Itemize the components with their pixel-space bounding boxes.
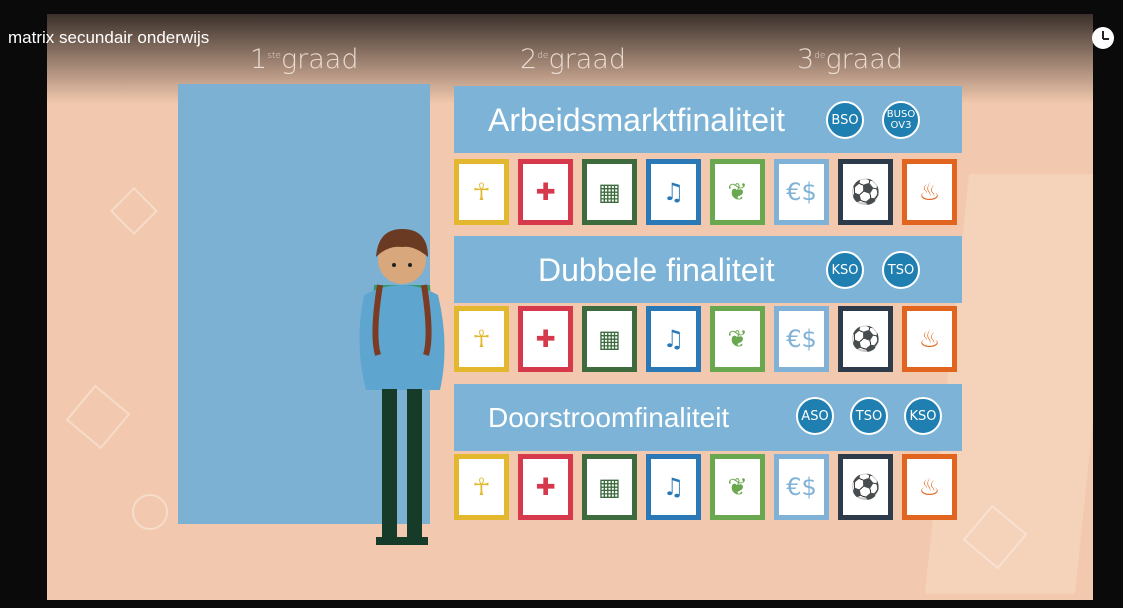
tile-food-service: ♨: [902, 159, 957, 225]
band-title: Doorstroomfinaliteit: [488, 402, 730, 433]
decor-triangle: [109, 186, 159, 236]
tile-arts: ♫: [646, 306, 701, 372]
scarecrow-icon: ☥: [472, 325, 491, 353]
decor-square: [65, 384, 131, 450]
badge-bso: BSO: [826, 101, 864, 139]
economy-icon: €$: [786, 325, 817, 353]
band-arbeidsmarkt: Arbeidsmarktfinaliteit BSO BUSO OV3: [454, 86, 962, 153]
economy-icon: €$: [786, 178, 817, 206]
economy-icon: €$: [786, 473, 817, 501]
decor-circle: [132, 494, 168, 530]
sports-icon: ⚽: [850, 325, 881, 353]
watch-later-icon[interactable]: [1092, 27, 1114, 49]
video-title[interactable]: matrix secundair onderwijs: [8, 28, 210, 47]
badge-tso: TSO: [882, 251, 920, 289]
tile-sports: ⚽: [838, 159, 893, 225]
first-aid-icon: ✚: [535, 325, 556, 353]
food-service-icon: ♨: [918, 473, 941, 501]
band-dubbele: Dubbele finaliteit KSO TSO: [454, 236, 962, 303]
building-icon: ▦: [598, 178, 621, 206]
tile-sports: ⚽: [838, 454, 893, 520]
scarecrow-icon: ☥: [472, 178, 491, 206]
tile-economy: €$: [774, 454, 829, 520]
tile-first-aid: ✚: [518, 454, 573, 520]
grade-label-3: 3degraad: [797, 44, 903, 75]
band-title: Dubbele finaliteit: [538, 252, 775, 288]
tile-arts: ♫: [646, 454, 701, 520]
arts-icon: ♫: [662, 325, 685, 353]
tile-building: ▦: [582, 454, 637, 520]
tile-plant-hand: ❦: [710, 306, 765, 372]
badge-kso: KSO: [904, 397, 942, 435]
food-service-icon: ♨: [918, 325, 941, 353]
tile-food-service: ♨: [902, 454, 957, 520]
building-icon: ▦: [598, 325, 621, 353]
tile-food-service: ♨: [902, 306, 957, 372]
band-title: Arbeidsmarktfinaliteit: [488, 102, 785, 138]
tile-first-aid: ✚: [518, 159, 573, 225]
plant-hand-icon: ❦: [727, 473, 748, 501]
tile-economy: €$: [774, 306, 829, 372]
scarecrow-icon: ☥: [472, 473, 491, 501]
tile-first-aid: ✚: [518, 306, 573, 372]
badge-buso: BUSO OV3: [882, 101, 920, 139]
food-service-icon: ♨: [918, 178, 941, 206]
tile-scarecrow: ☥: [454, 306, 509, 372]
plant-hand-icon: ❦: [727, 325, 748, 353]
first-aid-icon: ✚: [535, 473, 556, 501]
grade-label-2: 2degraad: [520, 44, 626, 75]
sports-icon: ⚽: [850, 178, 881, 206]
grade-label-1: 1stegraad: [250, 44, 359, 75]
tile-building: ▦: [582, 306, 637, 372]
building-icon: ▦: [598, 473, 621, 501]
tile-sports: ⚽: [838, 306, 893, 372]
tile-economy: €$: [774, 159, 829, 225]
tile-scarecrow: ☥: [454, 159, 509, 225]
tile-scarecrow: ☥: [454, 454, 509, 520]
tile-arts: ♫: [646, 159, 701, 225]
badge-kso: KSO: [826, 251, 864, 289]
plant-hand-icon: ❦: [727, 178, 748, 206]
band-doorstroom: Doorstroomfinaliteit ASO TSO KSO: [454, 384, 962, 451]
tile-plant-hand: ❦: [710, 454, 765, 520]
sports-icon: ⚽: [850, 473, 881, 501]
badge-tso: TSO: [850, 397, 888, 435]
first-aid-icon: ✚: [535, 178, 556, 206]
tile-plant-hand: ❦: [710, 159, 765, 225]
student-figure: [359, 229, 445, 545]
arts-icon: ♫: [662, 473, 685, 501]
arts-icon: ♫: [662, 178, 685, 206]
tile-building: ▦: [582, 159, 637, 225]
badge-aso: ASO: [796, 397, 834, 435]
